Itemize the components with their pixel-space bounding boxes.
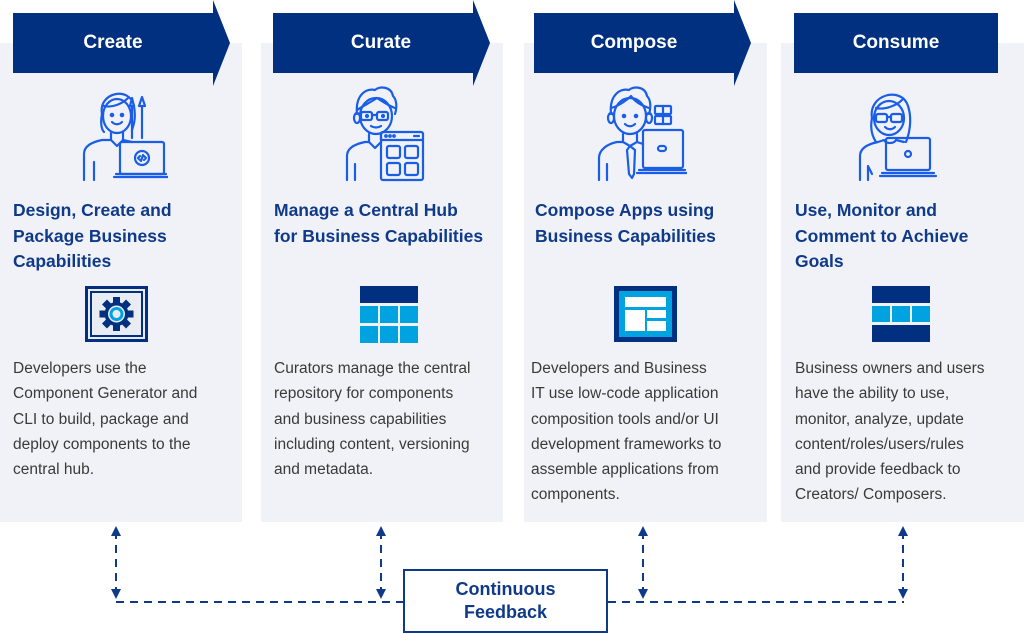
heading-line: Package Business: [13, 225, 167, 246]
feedback-label-line: Continuous: [455, 579, 556, 599]
heading-line: Use, Monitor and: [795, 200, 937, 220]
stage-heading: Design, Create and Package Business Capa…: [13, 198, 233, 275]
description-line: assemble applications from: [531, 461, 719, 479]
description-line: Developers and Business: [531, 360, 707, 377]
stage-title: Create: [83, 32, 143, 53]
stage-banner-consume: Consume: [794, 0, 998, 86]
stage-title: Consume: [852, 32, 940, 53]
layered-blocks-icon: [872, 286, 930, 342]
arrow-banner-shape: [534, 0, 751, 86]
stage-banner-create: Create: [13, 0, 231, 86]
description-line: including content, versioning: [274, 435, 470, 453]
layout-template-icon: [614, 286, 677, 342]
heading-line: Business Capabilities: [535, 225, 716, 246]
stage-description: Developers use the Component Generator a…: [13, 356, 238, 482]
continuous-feedback-box: Continuous Feedback: [403, 569, 608, 633]
description-line: have the ability to use,: [795, 385, 950, 403]
description-line: IT use low-code application: [531, 385, 719, 403]
stage-title: Curate: [350, 32, 412, 53]
stage-banner-compose: Compose: [534, 0, 752, 86]
banner-shape: [794, 13, 998, 73]
stage-heading: Use, Monitor and Comment to Achieve Goal…: [795, 198, 1020, 275]
description-line: deploy components to the: [13, 435, 191, 453]
feedback-label-line: Feedback: [463, 602, 548, 622]
curator-man-app-grid-icon: [345, 86, 425, 182]
stage-description: Business owners and users have the abili…: [795, 356, 1020, 508]
description-line: content/roles/users/rules: [795, 435, 964, 453]
description-line: CLI to build, package and: [13, 410, 189, 428]
heading-line: Design, Create and: [13, 200, 172, 220]
stage-banner-curate: Curate: [273, 0, 491, 86]
description-line: Component Generator and: [13, 385, 198, 403]
description-line: monitor, analyze, update: [795, 410, 964, 428]
description-line: repository for components: [274, 385, 454, 403]
description-line: and provide feedback to: [795, 461, 961, 479]
heading-line: Goals: [795, 251, 844, 271]
description-line: Developers use the: [13, 360, 147, 377]
description-line: and metadata.: [274, 461, 374, 479]
description-line: central hub.: [13, 461, 94, 479]
stage-description: Curators manage the central repository f…: [274, 356, 499, 482]
arrow-banner-shape: [273, 0, 490, 86]
arrow-banner-shape: [13, 0, 230, 86]
heading-line: Capabilities: [13, 251, 112, 271]
description-line: development frameworks to: [531, 435, 722, 453]
heading-line: Manage a Central Hub: [274, 200, 458, 220]
composer-man-laptop-blocks-icon: [597, 86, 687, 182]
heading-line: Compose Apps using: [535, 200, 715, 220]
developer-woman-laptop-code-icon: [82, 92, 168, 182]
heading-line: Comment to Achieve: [795, 225, 969, 246]
stage-description: Developers and Business IT use low-code …: [531, 356, 763, 508]
stage-heading: Manage a Central Hub for Business Capabi…: [274, 198, 499, 249]
stage-title: Compose: [590, 32, 678, 53]
description-line: Creators/ Composers.: [795, 486, 947, 504]
heading-line: for Business Capabilities: [274, 225, 484, 246]
description-line: and business capabilities: [274, 410, 447, 428]
description-line: Business owners and users: [795, 360, 985, 377]
stage-panel-curate: [261, 43, 503, 522]
stage-heading: Compose Apps using Business Capabilities: [535, 198, 760, 249]
gear-icon: [85, 286, 148, 342]
description-line: Curators manage the central: [274, 360, 471, 377]
description-line: composition tools and/or UI: [531, 410, 719, 428]
table-grid-icon: [360, 286, 418, 343]
description-line: components.: [531, 486, 620, 504]
consumer-woman-laptop-icon: [858, 93, 938, 182]
